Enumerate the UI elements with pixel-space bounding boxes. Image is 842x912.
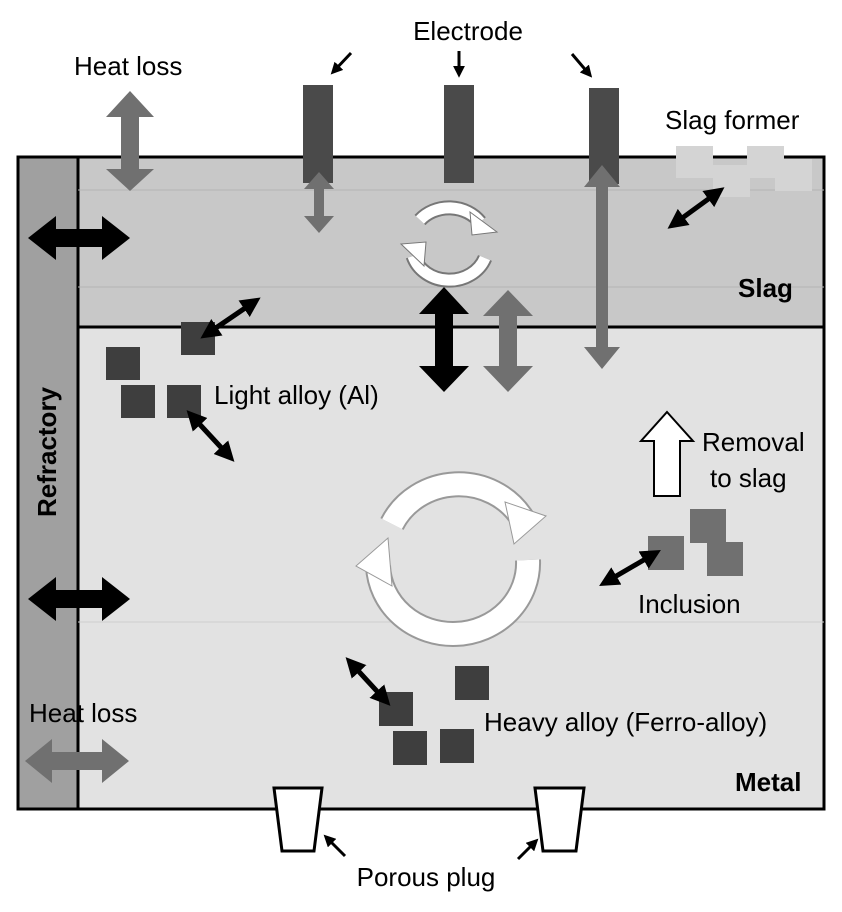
porous-plug-label: Porous plug [357, 862, 496, 892]
inclusion-label: Inclusion [638, 589, 741, 619]
light-alloy-particle [181, 322, 215, 355]
heat-loss-bottom-label: Heat loss [29, 698, 137, 728]
vessel-outline [16, 155, 826, 811]
porous-plug-right [533, 786, 586, 853]
refractory-slag-heat-arrow [28, 216, 130, 260]
light-alloy-particle [121, 385, 155, 418]
heavy-alloy-particle [455, 666, 489, 700]
slag-former-block [676, 146, 713, 178]
electrode-center [444, 85, 474, 183]
slag-metal-exchange-gray-arrow [483, 290, 533, 392]
electrode-left [303, 85, 333, 183]
porous-plug-pointer-left [323, 834, 347, 858]
electrode-pointer-right [570, 53, 593, 78]
slag-former-label: Slag former [665, 105, 800, 135]
slag-former-block [775, 159, 812, 191]
electrode-metal-arrow [584, 165, 620, 369]
removal-to-slag-arrow [638, 410, 696, 497]
light-alloy-label: Light alloy (Al) [214, 380, 379, 410]
slag-label: Slag [738, 273, 793, 303]
heavy-alloy-particle [393, 731, 427, 765]
slag-circulation-icon [399, 200, 499, 288]
electrode-slag-arrow [304, 172, 334, 233]
slag-metal-exchange-black-arrow [419, 287, 469, 392]
metal-label: Metal [735, 767, 801, 797]
slag-former-block [713, 165, 750, 197]
heavy-alloy-label: Heavy alloy (Ferro-alloy) [484, 707, 767, 737]
refractory-metal-heat-arrow [28, 577, 130, 621]
heavy-alloy-particle [440, 729, 474, 763]
refractory-label: Refractory [32, 386, 62, 517]
electrode-pointer-left [330, 51, 353, 75]
light-alloy-particle [106, 347, 140, 380]
inclusion-particle [707, 542, 743, 576]
heavy-alloy-arrow [345, 657, 391, 706]
light-alloy-particle [167, 385, 201, 418]
removal-label-line2: to slag [710, 463, 787, 493]
porous-plug-pointer-right [516, 838, 539, 861]
heat-loss-top-label: Heat loss [74, 51, 182, 81]
heat-loss-top-arrow [106, 91, 154, 191]
light-alloy-arrow-down [186, 410, 235, 462]
metal-circulation-icon [355, 471, 547, 647]
slag-former-arrow [667, 187, 725, 229]
inclusion-particle [690, 509, 726, 543]
electrode-label: Electrode [413, 16, 523, 46]
porous-plug-left [272, 786, 324, 853]
removal-label-line1: Removal [702, 427, 805, 457]
heat-loss-bottom-arrow [25, 739, 129, 783]
inclusion-arrow [599, 549, 661, 587]
light-alloy-arrow-up [200, 297, 261, 339]
